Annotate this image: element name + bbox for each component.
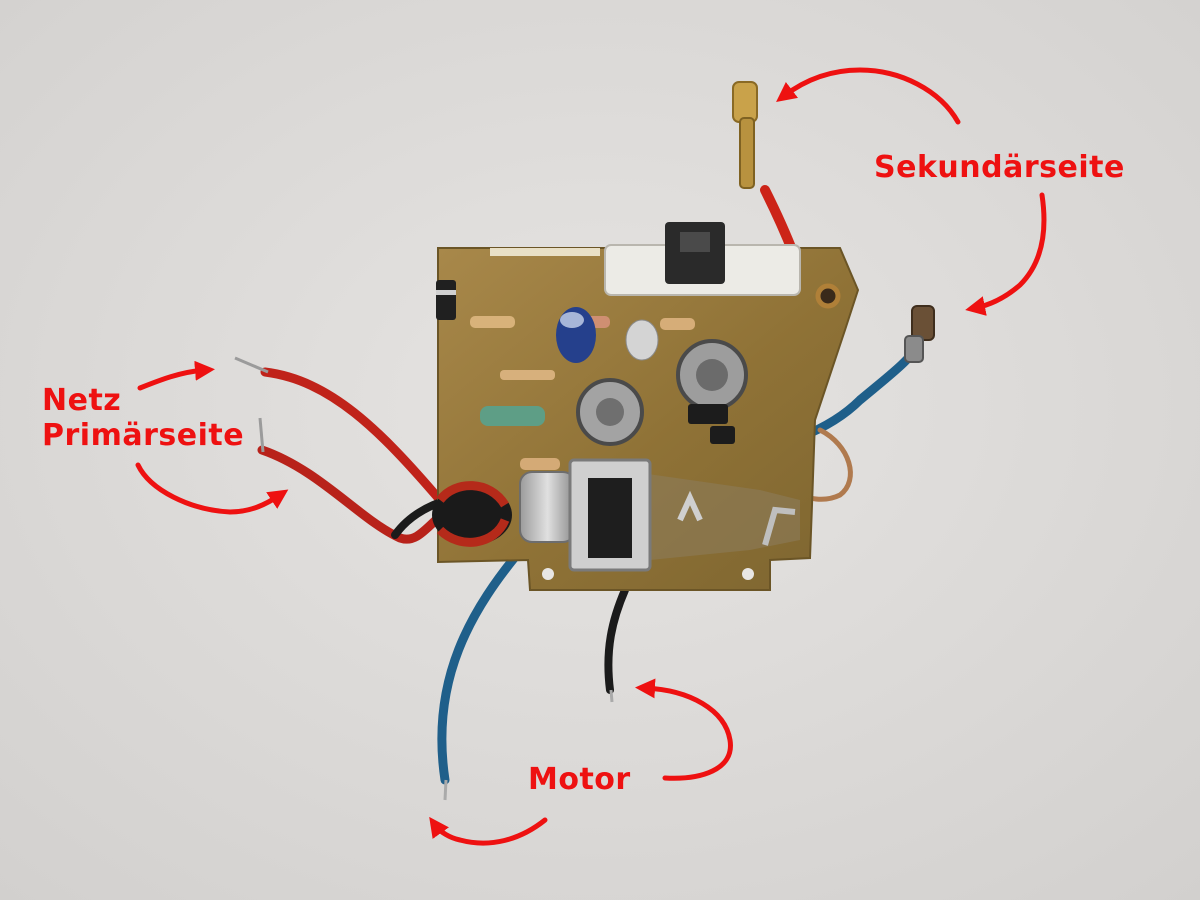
annotation-arrows — [135, 67, 1047, 846]
label-sekundaerseite: Sekundärseite — [874, 150, 1125, 185]
metal-plate — [620, 470, 800, 560]
capacitor-silver — [625, 319, 659, 361]
wire-black-motor — [604, 586, 629, 694]
ferrite-coil — [432, 485, 512, 545]
arrow-icon — [135, 462, 289, 515]
slider-knob — [665, 222, 725, 284]
arrow-icon — [635, 678, 733, 781]
arrow-icon — [137, 360, 215, 391]
connector-brass-right — [911, 305, 935, 341]
label-netz: Netz — [42, 383, 122, 418]
relay-cylinder — [519, 471, 576, 543]
arrow-icon — [965, 192, 1047, 316]
relay-coil — [432, 458, 652, 572]
arrow-icon — [776, 67, 961, 125]
connector-brass — [732, 81, 758, 123]
label-motor: Motor — [528, 762, 631, 797]
arrow-icon — [429, 816, 548, 846]
diode — [436, 280, 456, 320]
wire-blue-motor — [437, 540, 530, 785]
resistors — [470, 316, 695, 470]
wire-tips — [234, 81, 935, 801]
wire-red-primary-1 — [260, 367, 445, 505]
label-primaerseite: Primärseite — [42, 418, 245, 453]
